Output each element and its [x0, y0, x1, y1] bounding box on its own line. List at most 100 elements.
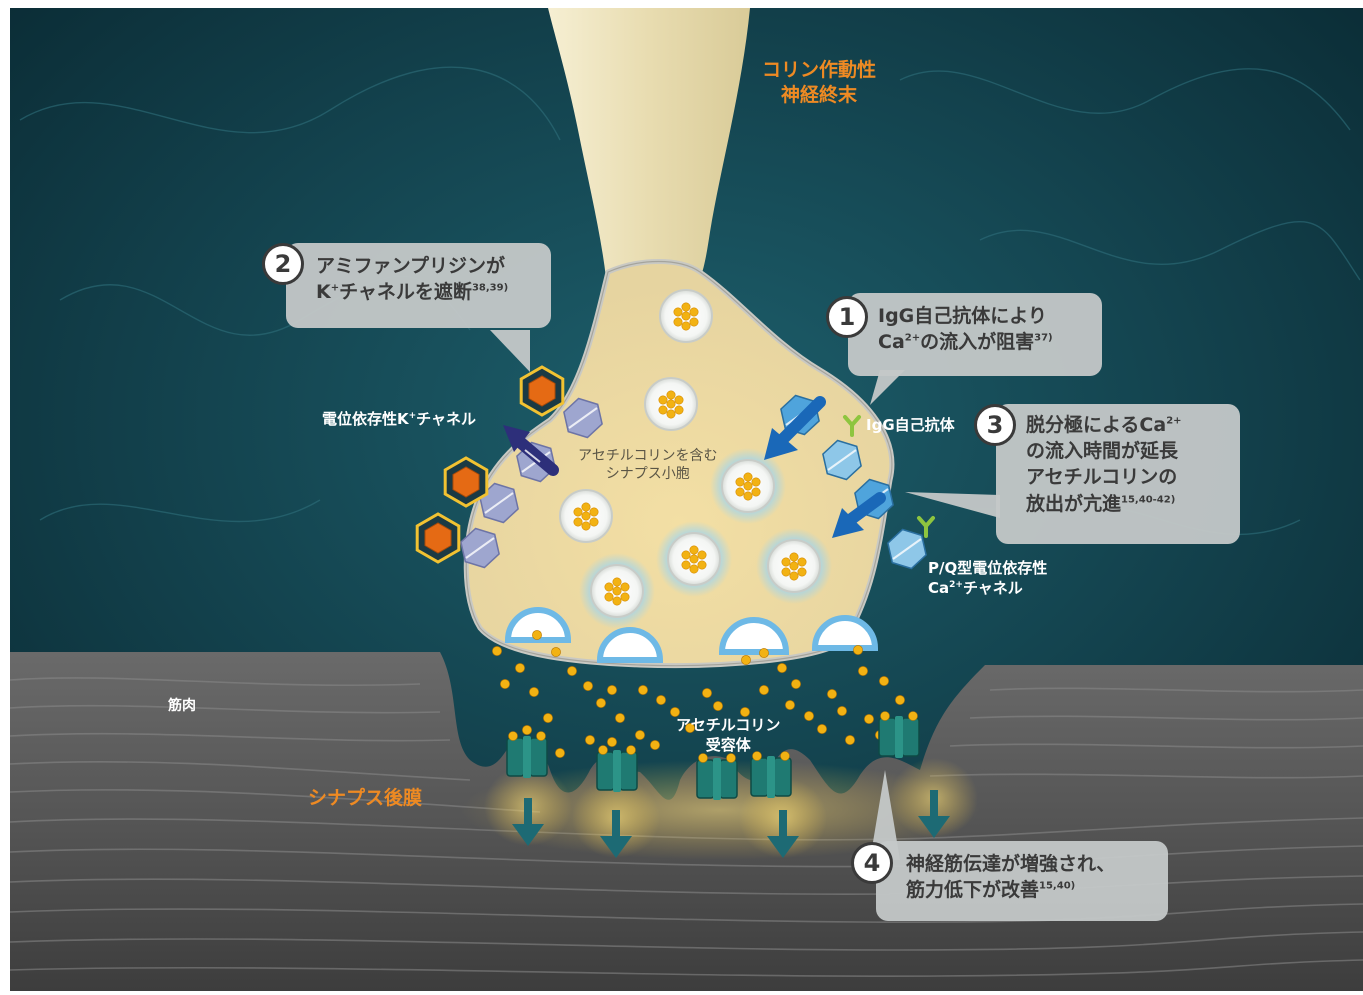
callout-3-line3-text: アセチルコリンの: [1026, 466, 1177, 488]
acetylcholine-dot: [515, 663, 524, 672]
callout-1-line2-post: の流入が阻害: [920, 331, 1034, 353]
acetylcholine-dot: [741, 655, 750, 664]
pq-channel-label-ca: Ca: [928, 579, 949, 597]
nerve-terminal-label-line1: コリン作動性: [762, 58, 876, 83]
ach-receptor-icon: [507, 732, 547, 779]
callout-3-line1-sup: 2+: [1166, 416, 1181, 427]
nerve-terminal-label-line2: 神経終末: [762, 83, 876, 108]
ach-receptor-icon: [751, 752, 791, 799]
acetylcholine-dot: [827, 689, 836, 698]
callout-3-line1: 脱分極によるCa2+: [1026, 412, 1224, 438]
callout-4-number: 4: [864, 849, 881, 877]
callout-1: IgG自己抗体により Ca2+の流入が阻害37): [848, 293, 1102, 376]
acetylcholine-dot: [853, 645, 862, 654]
pq-channel-label-line2: Ca2+チャネル: [928, 579, 1047, 599]
synaptic-vesicle-icon: [656, 521, 732, 597]
acetylcholine-dot: [759, 685, 768, 694]
callout-1-number: 1: [839, 303, 856, 331]
acetylcholine-dot: [895, 695, 904, 704]
acetylcholine-dot: [522, 725, 531, 734]
acetylcholine-dot: [596, 698, 605, 707]
callout-2-line1: アミファンプリジンが: [316, 253, 535, 279]
callout-4-line2: 筋力低下が改善15,40): [906, 877, 1152, 903]
amifampridine-icon: [445, 458, 487, 506]
synaptic-vesicle-icon: [645, 378, 697, 430]
acetylcholine-dot: [858, 666, 867, 675]
callout-1-line2-ref: 37): [1034, 333, 1053, 344]
amifampridine-icon: [521, 367, 563, 415]
callout-1-line1: IgG自己抗体により: [878, 303, 1086, 329]
acetylcholine-dot: [543, 713, 552, 722]
amifampridine-icon: [417, 514, 459, 562]
callout-3-line4: 放出が亢進15,40-42): [1026, 491, 1224, 517]
callout-1-line2-pre: Ca: [878, 331, 905, 353]
k-channel-label-suffix: チャネル: [416, 410, 476, 428]
callout-2-line1-text: アミファンプリジンが: [316, 255, 505, 277]
acetylcholine-dot: [656, 695, 665, 704]
acetylcholine-dot: [615, 713, 624, 722]
synaptic-vesicle-icon: [579, 553, 655, 629]
k-channel-label-text: 電位依存性K: [322, 410, 409, 428]
synaptic-vesicle-icon: [560, 490, 612, 542]
vesicle-label-line1: アセチルコリンを含む: [578, 447, 717, 465]
ach-receptor-icon: [879, 712, 919, 759]
callout-1-badge: 1: [826, 296, 868, 338]
acetylcholine-dot: [583, 681, 592, 690]
callout-1-line2-sup: 2+: [905, 333, 920, 344]
callout-3: 脱分極によるCa2+ の流入時間が延長 アセチルコリンの 放出が亢進15,40-…: [996, 404, 1240, 544]
ach-receptor-icon: [697, 754, 737, 801]
muscle-label: 筋肉: [168, 697, 196, 715]
acetylcholine-dot: [551, 647, 560, 656]
callout-3-line2-text: の流入時間が延長: [1026, 440, 1178, 462]
postsynaptic-membrane-label: シナプス後膜: [308, 786, 422, 811]
callout-2-line2-pre: K: [316, 281, 331, 303]
acetylcholine-dot: [607, 737, 616, 746]
acetylcholine-dot: [529, 687, 538, 696]
acetylcholine-dot: [567, 666, 576, 675]
acetylcholine-dot: [759, 648, 768, 657]
igg-antibody-label-text: IgG自己抗体: [866, 416, 955, 434]
acetylcholine-dot: [650, 740, 659, 749]
acetylcholine-dot: [635, 730, 644, 739]
callout-3-line4-pre: 放出が亢進: [1026, 493, 1121, 515]
callout-4-line2-pre: 筋力低下が改善: [906, 879, 1039, 901]
ach-receptor-label-line1: アセチルコリン: [676, 716, 780, 736]
synaptic-vesicle-icon: [756, 528, 832, 604]
callout-3-line4-ref: 15,40-42): [1121, 494, 1175, 505]
callout-3-number: 3: [987, 411, 1004, 439]
nerve-terminal-label: コリン作動性 神経終末: [762, 58, 876, 107]
callout-3-badge: 3: [974, 404, 1016, 446]
ach-receptor-icon: [597, 746, 637, 793]
vesicle-label-line2: シナプス小胞: [578, 465, 717, 483]
callout-2-line2-post: チャネルを遮断: [339, 281, 472, 303]
callout-3-line2: の流入時間が延長: [1026, 438, 1224, 464]
callout-2-line2: K+チャネルを遮断38,39): [316, 279, 535, 305]
ach-receptor-label: アセチルコリン 受容体: [676, 716, 780, 755]
pq-channel-label-sup: 2+: [949, 580, 963, 590]
acetylcholine-dot: [879, 676, 888, 685]
callout-4-line1-text: 神経筋伝達が増強され、: [906, 853, 1115, 875]
acetylcholine-dot: [837, 706, 846, 715]
acetylcholine-dot: [777, 663, 786, 672]
muscle-label-text: 筋肉: [168, 698, 196, 714]
vesicle-label: アセチルコリンを含む シナプス小胞: [578, 447, 717, 483]
acetylcholine-dot: [585, 735, 594, 744]
pq-channel-label: P/Q型電位依存性 Ca2+チャネル: [928, 559, 1047, 598]
k-channel-label: 電位依存性K+チャネル: [322, 410, 476, 430]
callout-2-badge: 2: [262, 243, 304, 285]
acetylcholine-dot: [500, 679, 509, 688]
acetylcholine-dot: [785, 700, 794, 709]
acetylcholine-dot: [607, 685, 616, 694]
acetylcholine-dot: [791, 679, 800, 688]
callout-2: アミファンプリジンが K+チャネルを遮断38,39): [286, 243, 551, 328]
acetylcholine-dot: [845, 735, 854, 744]
acetylcholine-dot: [817, 724, 826, 733]
igg-antibody-label: IgG自己抗体: [866, 416, 955, 436]
callout-4-badge: 4: [851, 842, 893, 884]
acetylcholine-dot: [804, 711, 813, 720]
callout-4-line1: 神経筋伝達が増強され、: [906, 851, 1152, 877]
acetylcholine-dot: [492, 646, 501, 655]
acetylcholine-dot: [555, 748, 564, 757]
callout-1-line1-text: IgG自己抗体により: [878, 305, 1047, 327]
